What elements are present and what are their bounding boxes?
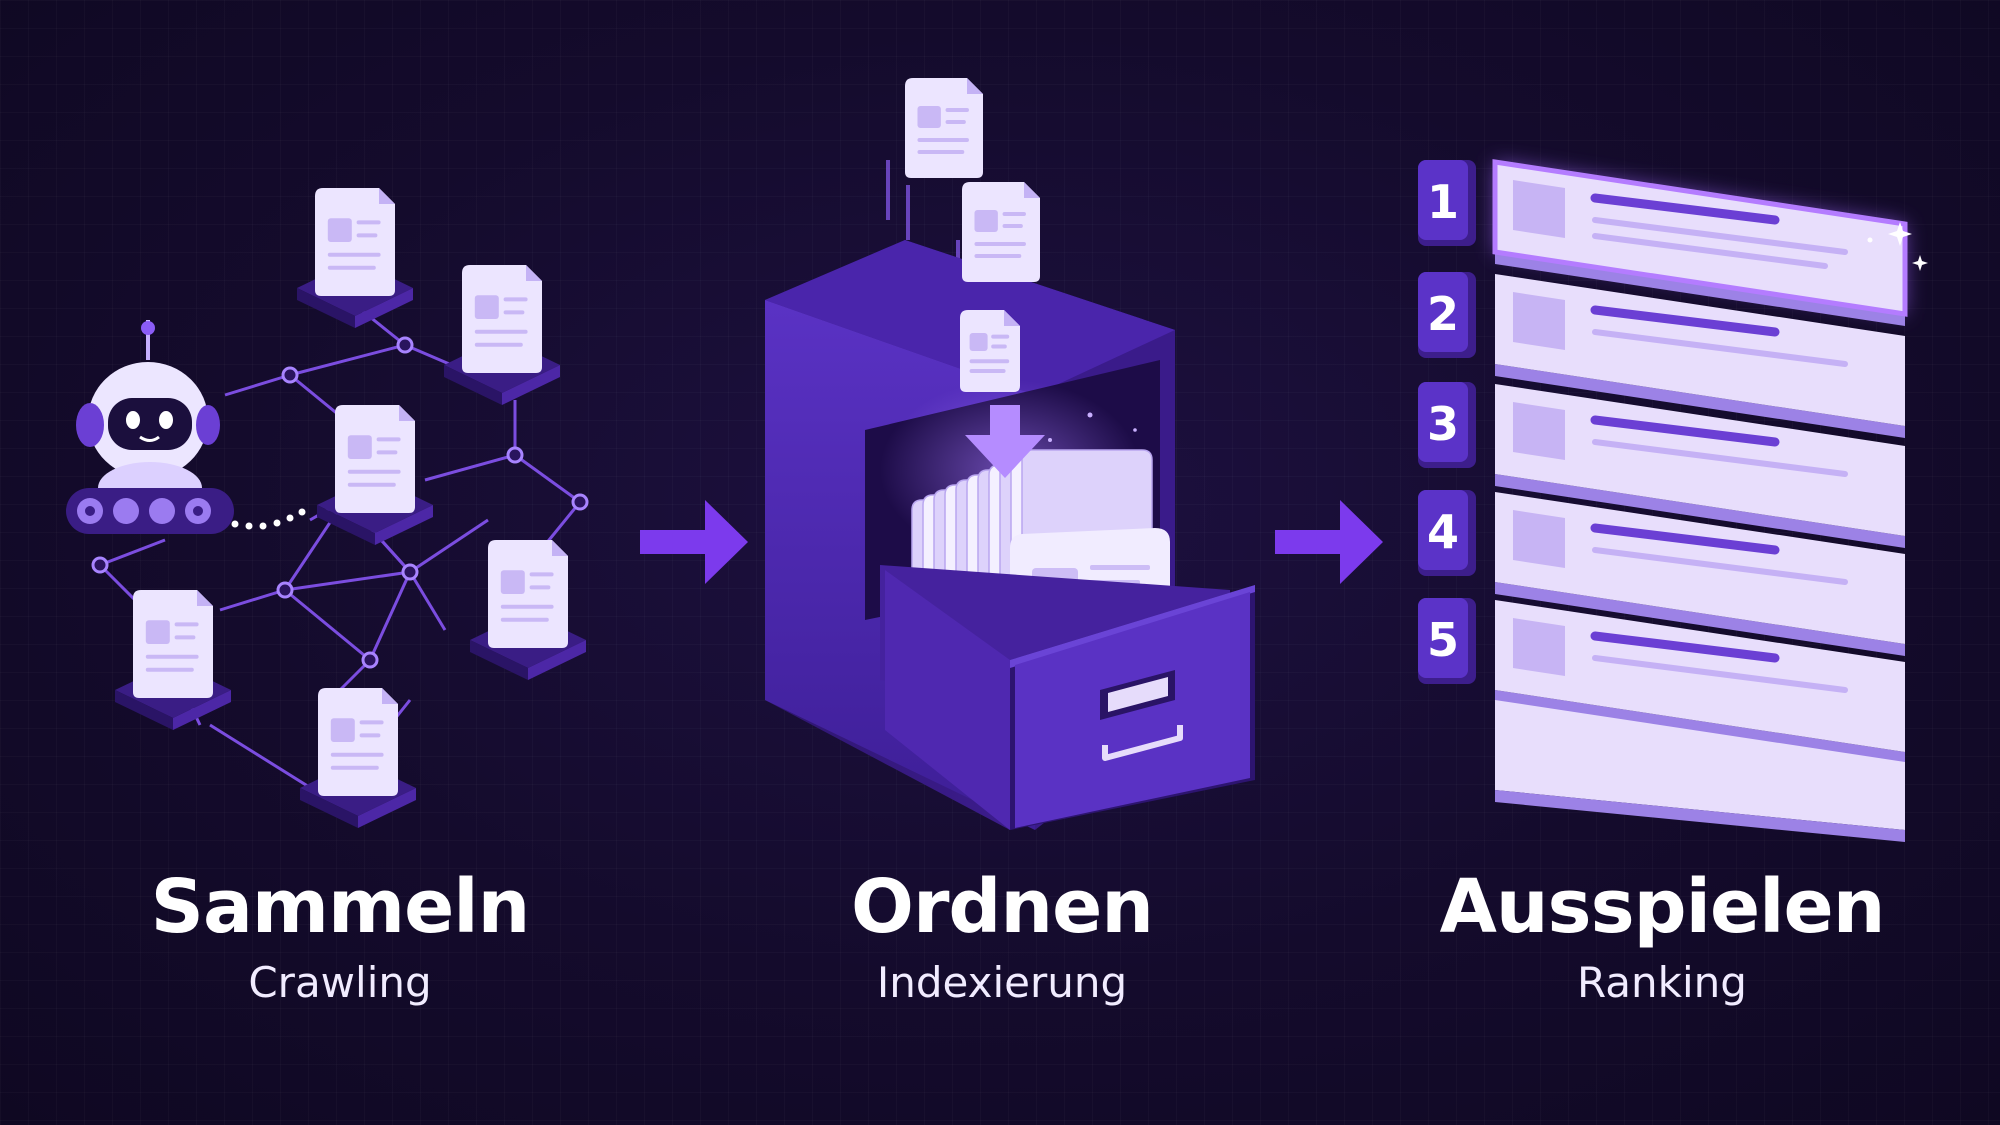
stage-subtitle: Indexierung — [876, 958, 1128, 1007]
network-nodes — [91, 336, 589, 669]
stage-subtitle: Ranking — [1577, 958, 1747, 1007]
stage-caption-ordnen: Ordnen Indexierung — [742, 862, 1262, 1007]
stage-title: Sammeln — [150, 864, 531, 950]
stage-title: Ausspielen — [1439, 864, 1886, 950]
rank-badge: 3 — [1418, 382, 1476, 468]
document-icon — [905, 78, 983, 178]
document-icon — [444, 265, 560, 405]
document-icon — [960, 310, 1020, 392]
document-icon — [470, 540, 586, 680]
ranked-result-card — [1492, 159, 1908, 326]
rank-badge: 5 — [1418, 598, 1476, 684]
document-icon — [115, 590, 231, 730]
stage-caption-sammeln: Sammeln Crawling — [80, 862, 600, 1007]
arrow-right-icon — [640, 500, 748, 584]
rank-badge: 1 — [1418, 160, 1476, 246]
crawler-robot-icon — [66, 320, 234, 534]
rank-badge: 4 — [1418, 490, 1476, 576]
ranked-result-card — [1495, 492, 1905, 656]
drawer-label-icon — [1100, 670, 1175, 720]
document-icon — [300, 688, 416, 828]
ranked-result-card — [1495, 700, 1905, 842]
indexing-illustration — [765, 78, 1255, 830]
stage-title: Ordnen — [851, 864, 1154, 950]
drawer-handle-icon — [1102, 725, 1183, 761]
arrow-down-icon — [965, 405, 1045, 478]
crawled-documents — [115, 188, 586, 828]
crawling-illustration — [66, 188, 589, 828]
rank-number: 5 — [1427, 613, 1459, 667]
rank-number: 4 — [1427, 505, 1459, 559]
document-icon — [317, 405, 433, 545]
sparkle-icon — [1867, 222, 1928, 271]
ranked-result-card — [1495, 274, 1905, 438]
stage-caption-ausspielen: Ausspielen Ranking — [1402, 862, 1922, 1007]
rank-number: 2 — [1427, 287, 1459, 341]
document-icon — [962, 182, 1040, 282]
rank-badge: 2 — [1418, 272, 1476, 358]
incoming-documents — [905, 78, 1040, 392]
rank-number: 3 — [1427, 397, 1459, 451]
rank-number: 1 — [1427, 175, 1459, 229]
arrow-right-icon — [1275, 500, 1383, 584]
document-icon — [297, 188, 413, 328]
ranking-illustration: 1 2 3 4 5 — [1418, 159, 1928, 842]
ranked-result-card — [1495, 600, 1905, 764]
stage-subtitle: Crawling — [248, 958, 432, 1007]
ranked-result-card — [1495, 384, 1905, 548]
